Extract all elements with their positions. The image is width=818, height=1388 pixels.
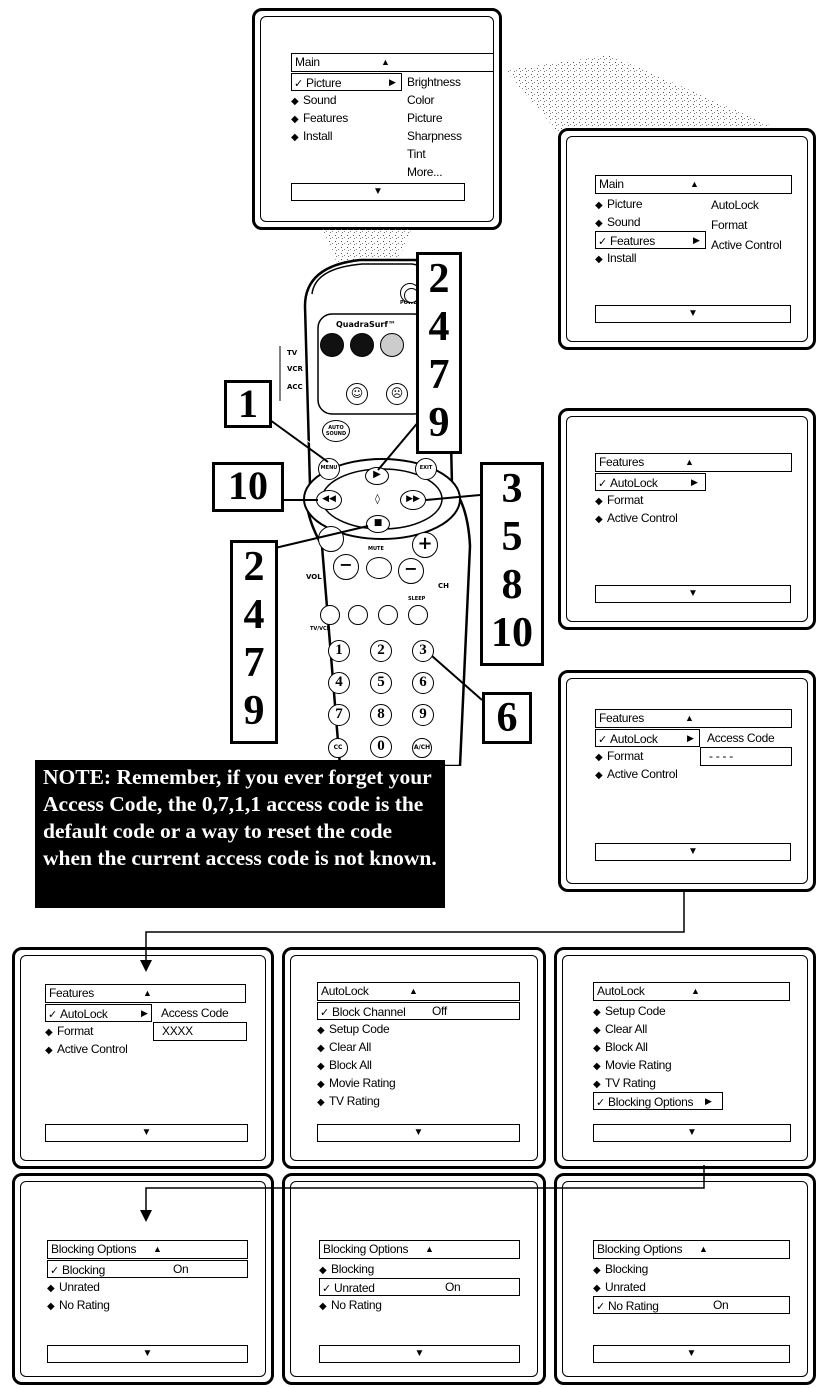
callout-step-1: 1 [224,380,272,428]
callout-step-6: 6 [482,692,532,744]
callout-steps-right: 3 5 8 10 [480,462,544,666]
callout-steps-up: 2 4 7 9 [416,252,462,454]
callout-step-10-left: 10 [212,462,284,512]
callout-steps-down: 2 4 7 9 [230,540,278,744]
note-box: NOTE: Remember, if you ever forget your … [35,760,445,908]
